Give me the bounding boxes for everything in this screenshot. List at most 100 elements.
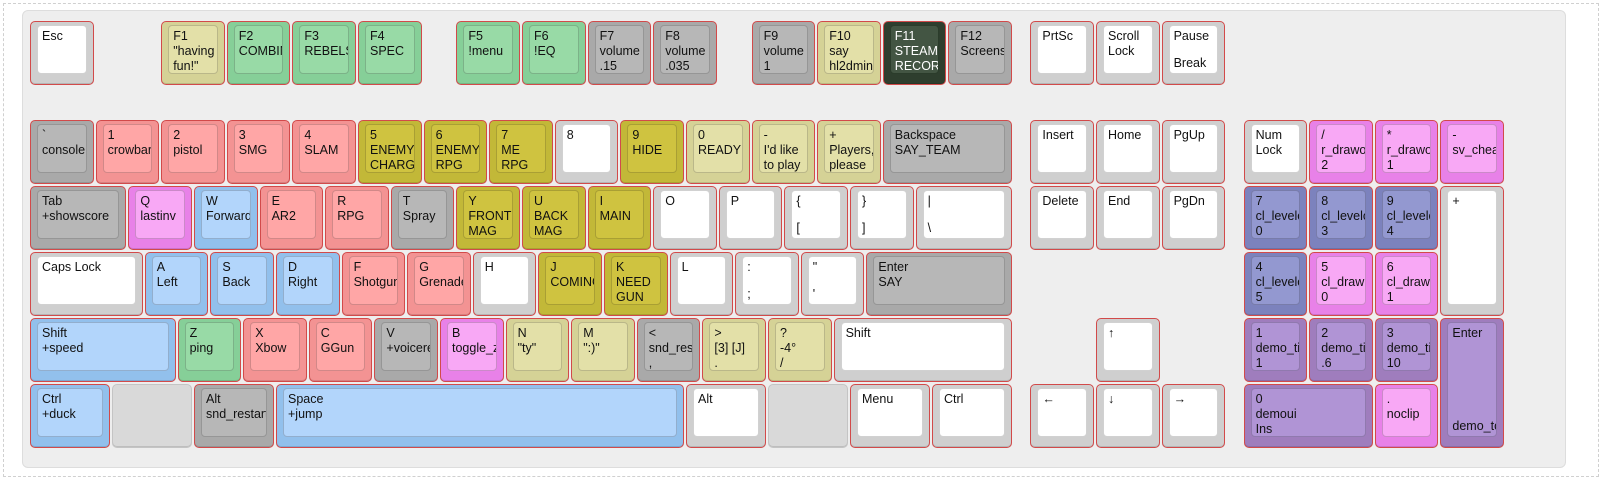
key-slash[interactable]: ?-4°/ — [768, 318, 832, 382]
key-f11[interactable]: F11STEAMRECORD — [882, 21, 947, 85]
key-l[interactable]: L — [669, 252, 734, 316]
key-left[interactable]: ← — [1030, 384, 1094, 448]
blank-key[interactable] — [112, 384, 192, 448]
key-equals[interactable]: +Players,please — [817, 120, 881, 184]
key-f10[interactable]: F10sayhl2dmintro — [817, 21, 881, 85]
key-k8[interactable]: 8 — [554, 120, 619, 184]
key-numadd[interactable]: + — [1440, 186, 1504, 316]
key-k5[interactable]: 5ENEMYCHARGER — [358, 120, 422, 184]
key-prtsc[interactable]: PrtSc — [1030, 21, 1094, 85]
key-num7[interactable]: 7cl_levelofdetail0 — [1243, 186, 1308, 250]
key-pgup[interactable]: PgUp — [1161, 120, 1226, 184]
key-n[interactable]: N"ty" — [505, 318, 570, 382]
key-comma[interactable]: <snd_restart, — [636, 318, 701, 382]
key-up[interactable]: ↑ — [1096, 318, 1160, 382]
key-backtick[interactable]: `console — [30, 120, 94, 184]
key-num6[interactable]: 6cl_drawhud1 — [1374, 252, 1439, 316]
key-numdot[interactable]: .noclip — [1374, 384, 1439, 448]
key-rctrl[interactable]: Ctrl — [932, 384, 1012, 448]
key-lshift[interactable]: Shift+speed — [30, 318, 176, 382]
key-p[interactable]: P — [718, 186, 783, 250]
key-quote[interactable]: "' — [800, 252, 865, 316]
key-tab[interactable]: Tab+showscore — [30, 186, 127, 250]
key-rshift[interactable]: Shift — [833, 318, 1012, 382]
key-f12[interactable]: F12Screenshot — [948, 21, 1012, 85]
key-menu[interactable]: Menu — [850, 384, 930, 448]
key-insert[interactable]: Insert — [1030, 120, 1094, 184]
key-f5[interactable]: F5!menu — [456, 21, 520, 85]
key-lbracket[interactable]: {[ — [784, 186, 848, 250]
key-f6[interactable]: F6!EQ — [522, 21, 586, 85]
key-nummul[interactable]: *r_drawothermodels1 — [1374, 120, 1439, 184]
key-delete[interactable]: Delete — [1030, 186, 1094, 250]
key-num9[interactable]: 9cl_levelofdetail4 — [1374, 186, 1439, 250]
key-right[interactable]: → — [1161, 384, 1226, 448]
key-o[interactable]: O — [653, 186, 717, 250]
key-semicolon[interactable]: :; — [735, 252, 799, 316]
blank-key[interactable] — [768, 384, 848, 448]
key-pgdn[interactable]: PgDn — [1161, 186, 1226, 250]
key-j[interactable]: JCOMING — [538, 252, 602, 316]
key-num5[interactable]: 5cl_drawhud0 — [1309, 252, 1373, 316]
key-backslash[interactable]: |\ — [915, 186, 1012, 250]
key-home[interactable]: Home — [1096, 120, 1160, 184]
key-rbracket[interactable]: }] — [850, 186, 914, 250]
key-num4[interactable]: 4cl_levelofdetail5 — [1243, 252, 1308, 316]
key-esc[interactable]: Esc — [30, 21, 94, 85]
key-f2[interactable]: F2COMBINE — [226, 21, 291, 85]
key-lctrl[interactable]: Ctrl+duck — [30, 384, 110, 448]
key-capslock[interactable]: Caps Lock — [30, 252, 143, 316]
key-period[interactable]: >[3] [J]. — [702, 318, 766, 382]
key-m[interactable]: M":)" — [571, 318, 635, 382]
key-down[interactable]: ↓ — [1096, 384, 1160, 448]
key-numsub[interactable]: -sv_cheats — [1440, 120, 1504, 184]
key-numdiv[interactable]: /r_drawothermodels2 — [1309, 120, 1373, 184]
key-num8[interactable]: 8cl_levelofdetail3 — [1309, 186, 1373, 250]
key-end[interactable]: End — [1096, 186, 1160, 250]
key-v[interactable]: V+voicerecord — [374, 318, 438, 382]
